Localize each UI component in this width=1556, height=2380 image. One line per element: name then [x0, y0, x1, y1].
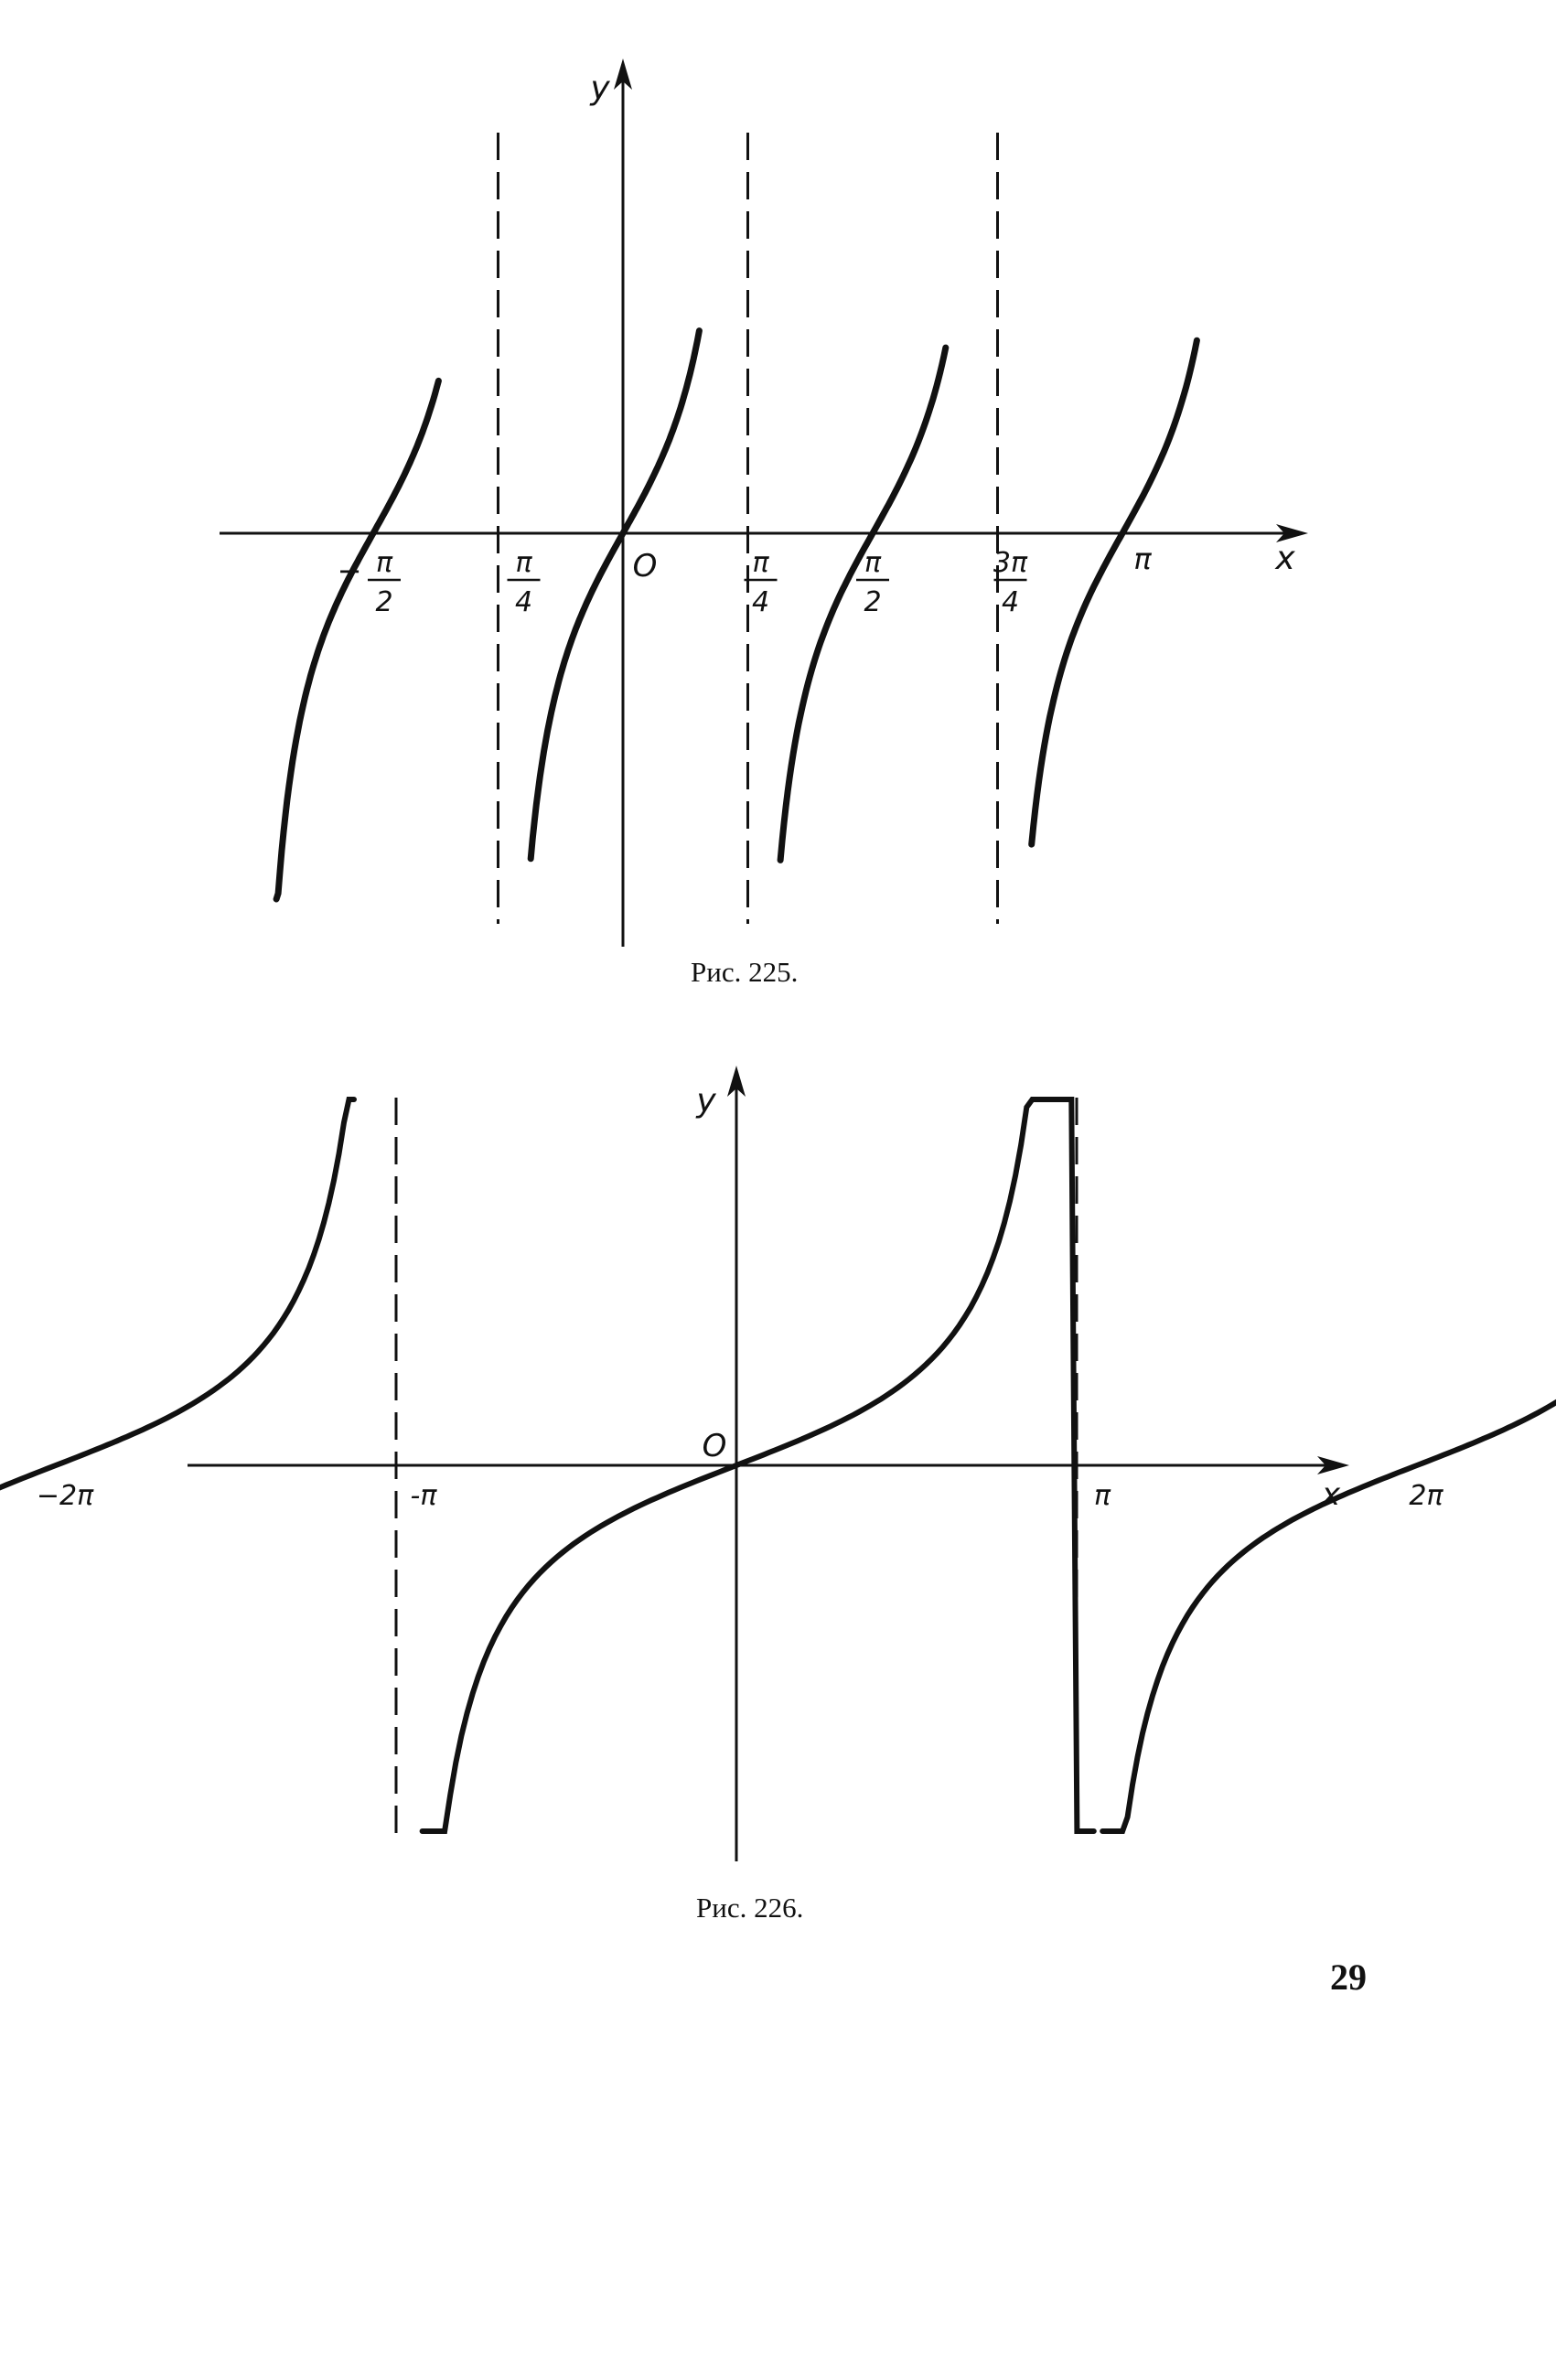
origin-label: O [703, 1428, 727, 1464]
tick-label: π4 [507, 547, 541, 618]
tick-label: -π [411, 1480, 438, 1512]
tick-label-denominator: 4 [752, 586, 769, 618]
tick-label: −2π [37, 1480, 94, 1512]
y-axis-label: y [695, 1082, 716, 1120]
figure-226-graph: xyO-3π−2π-ππ2π3π [0, 1066, 1556, 1861]
page-number: 29 [1330, 1957, 1367, 1998]
tick-label: π2 [856, 547, 889, 618]
y-axis-label: y [589, 70, 610, 107]
tick-label-denominator: 4 [515, 586, 532, 618]
origin-label: O [633, 548, 658, 584]
tick-label-denominator: 2 [375, 586, 392, 618]
tick-label-numerator: π [864, 547, 882, 579]
x-axis-label: x [1274, 540, 1295, 577]
curve-branch [0, 1097, 357, 1491]
tick-label-numerator: π [515, 547, 532, 579]
tick-label-denominator: 4 [1002, 586, 1019, 618]
x-axis-arrow [1317, 1456, 1349, 1474]
tick-label: 2π [1409, 1480, 1443, 1512]
tick-label: −π 2 [338, 547, 401, 618]
tick-label: π4 [744, 547, 778, 618]
y-axis-arrow [614, 59, 632, 90]
tick-label: π [1133, 541, 1152, 576]
curve-branch [1100, 1399, 1556, 1834]
figure-225-caption: Рис. 225. [691, 956, 799, 988]
tick-label-sign: − [338, 553, 362, 588]
curve-branch [1028, 337, 1200, 848]
curve-branch [419, 1097, 1097, 1834]
tick-label-numerator: π [752, 547, 769, 579]
tick-label-numerator: π [376, 547, 393, 579]
curve-branch [273, 377, 442, 903]
x-axis-label: x [1321, 1476, 1341, 1513]
tick-label: π [1094, 1480, 1111, 1512]
x-axis-arrow [1276, 524, 1308, 542]
tick-label-denominator: 2 [864, 586, 881, 618]
tick-label-numerator: 3π [993, 547, 1028, 579]
tick-label: 3π4 [993, 547, 1028, 618]
curve-branch [777, 344, 950, 863]
curve-branch [527, 327, 703, 863]
figure-226-caption: Рис. 226. [696, 1892, 804, 1924]
y-axis-arrow [727, 1066, 746, 1097]
